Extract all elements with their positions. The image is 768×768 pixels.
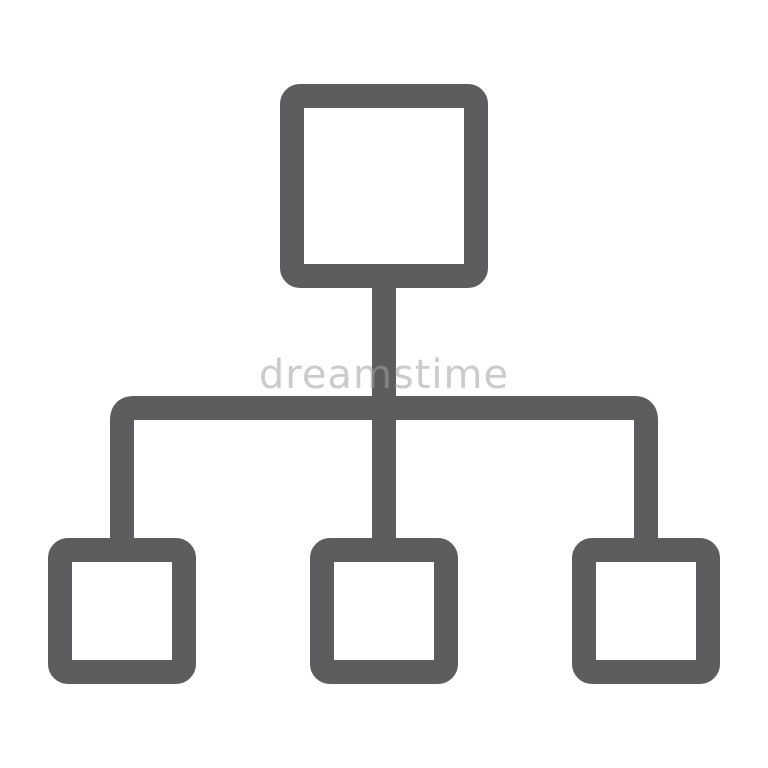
horizontal-branch-connector [110,396,658,550]
bottom-right-node-box [572,538,720,684]
top-node-box [280,84,488,288]
bottom-left-node-box [48,538,196,684]
bottom-center-node-box [310,538,458,684]
